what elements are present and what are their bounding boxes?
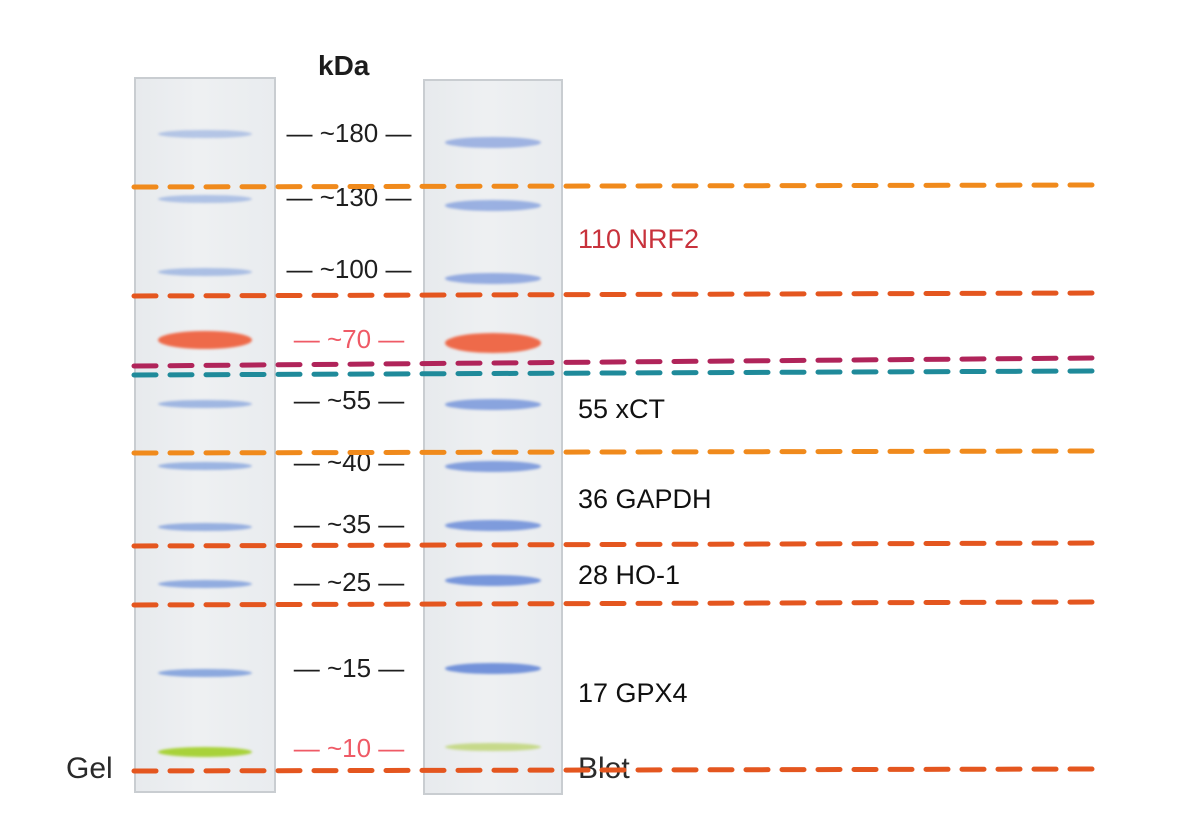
gel-band-70 [158, 331, 252, 349]
unit-label-kda: kDa [318, 50, 370, 81]
cut-line-teal [131, 368, 1096, 378]
blot-band-40 [445, 460, 541, 472]
marker-label-55: — ~55 — [293, 385, 405, 415]
cut-line-below-nrf2 [131, 290, 1096, 299]
blot-band-100 [445, 272, 541, 284]
gel-band-15 [158, 669, 252, 677]
gel-band-25 [158, 580, 252, 588]
cut-line-below-xct [131, 448, 1096, 456]
target-label-gapdh: 36 GAPDH [578, 484, 712, 514]
blot-band-70 [445, 333, 541, 353]
cut-line-below-ho-1 [131, 599, 1096, 608]
cut-line-below-gpx4 [131, 766, 1096, 774]
blot-band-180 [445, 136, 541, 148]
marker-label-35: — ~35 — [293, 509, 405, 539]
gel-band-10 [158, 747, 252, 757]
gel-band-40 [158, 462, 252, 470]
target-label-xct: 55 xCT [578, 394, 666, 424]
blot-band-10 [445, 743, 541, 751]
blot-band-35 [445, 519, 541, 531]
target-label-gpx4: 17 GPX4 [578, 678, 688, 708]
blot-band-25 [445, 574, 541, 586]
gel-band-100 [158, 268, 252, 276]
gel-lane [134, 77, 276, 793]
cut-line-above-nrf2 [131, 182, 1096, 190]
blot-band-15 [445, 662, 541, 674]
marker-label-180: — ~180 — [286, 118, 412, 148]
target-label-ho-1: 28 HO-1 [578, 560, 681, 590]
gel-band-130 [158, 195, 252, 203]
target-label-nrf2: 110 NRF2 [578, 224, 700, 254]
cut-line-magenta [131, 355, 1096, 369]
marker-label-100: — ~100 — [286, 254, 412, 284]
marker-label-25: — ~25 — [293, 567, 405, 597]
blot-band-130 [445, 199, 541, 211]
marker-label-70: — ~70 — [293, 324, 405, 354]
cut-line-below-gapdh [131, 540, 1096, 549]
gel-lane-label: Gel [66, 752, 113, 785]
gel-band-180 [158, 130, 252, 138]
marker-label-15: — ~15 — [293, 653, 405, 683]
gel-band-35 [158, 523, 252, 531]
marker-label-10: — ~10 — [293, 733, 405, 763]
blot-lane [423, 79, 563, 795]
gel-band-55 [158, 400, 252, 408]
blot-band-55 [445, 398, 541, 410]
